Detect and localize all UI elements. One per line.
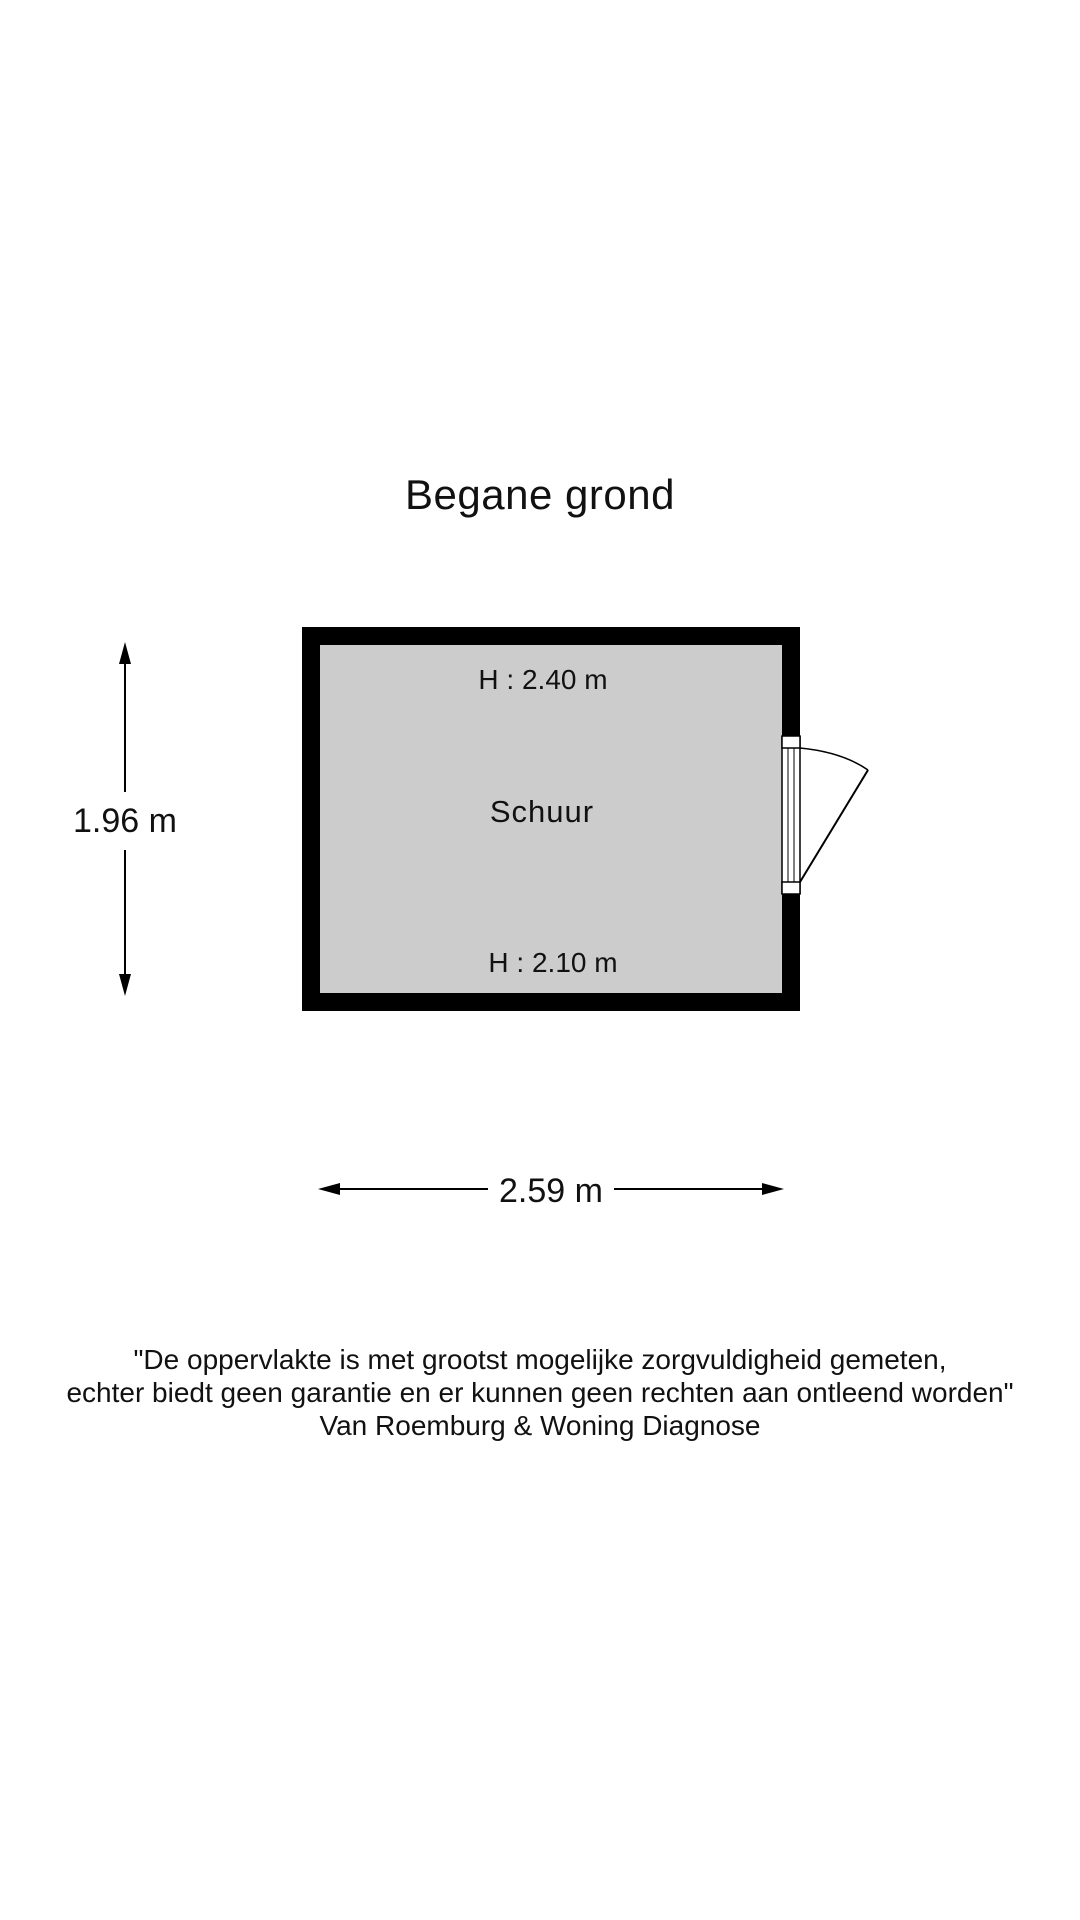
arrowhead-down-icon — [119, 974, 131, 996]
horizontal-dimension: 2.59 m — [318, 1172, 784, 1210]
vertical-dimension: 1.96 m — [73, 642, 177, 996]
disclaimer-line: "De oppervlakte is met grootst mogelijke… — [133, 1344, 947, 1375]
arrowhead-right-icon — [762, 1183, 784, 1195]
door-opening — [782, 736, 800, 894]
door-jamb-bottom — [781, 881, 801, 895]
arrowhead-left-icon — [318, 1183, 340, 1195]
room-floor — [320, 645, 782, 993]
floor-title: Begane grond — [405, 471, 675, 518]
disclaimer: "De oppervlakte is met grootst mogelijke… — [0, 1343, 1080, 1442]
door-jamb-top — [781, 735, 801, 749]
arrowhead-up-icon — [119, 642, 131, 664]
door-leaf — [799, 769, 869, 883]
horizontal-dimension-label: 2.59 m — [499, 1172, 603, 1210]
room-name: Schuur — [490, 794, 594, 829]
room-height-top: H : 2.40 m — [478, 664, 607, 695]
room-height-bottom: H : 2.10 m — [488, 947, 617, 978]
vertical-dimension-label: 1.96 m — [73, 802, 177, 840]
disclaimer-line: echter biedt geen garantie en er kunnen … — [66, 1377, 1014, 1408]
door-swing-arc — [799, 747, 869, 771]
door — [781, 735, 869, 895]
disclaimer-company: Van Roemburg & Woning Diagnose — [319, 1410, 761, 1441]
